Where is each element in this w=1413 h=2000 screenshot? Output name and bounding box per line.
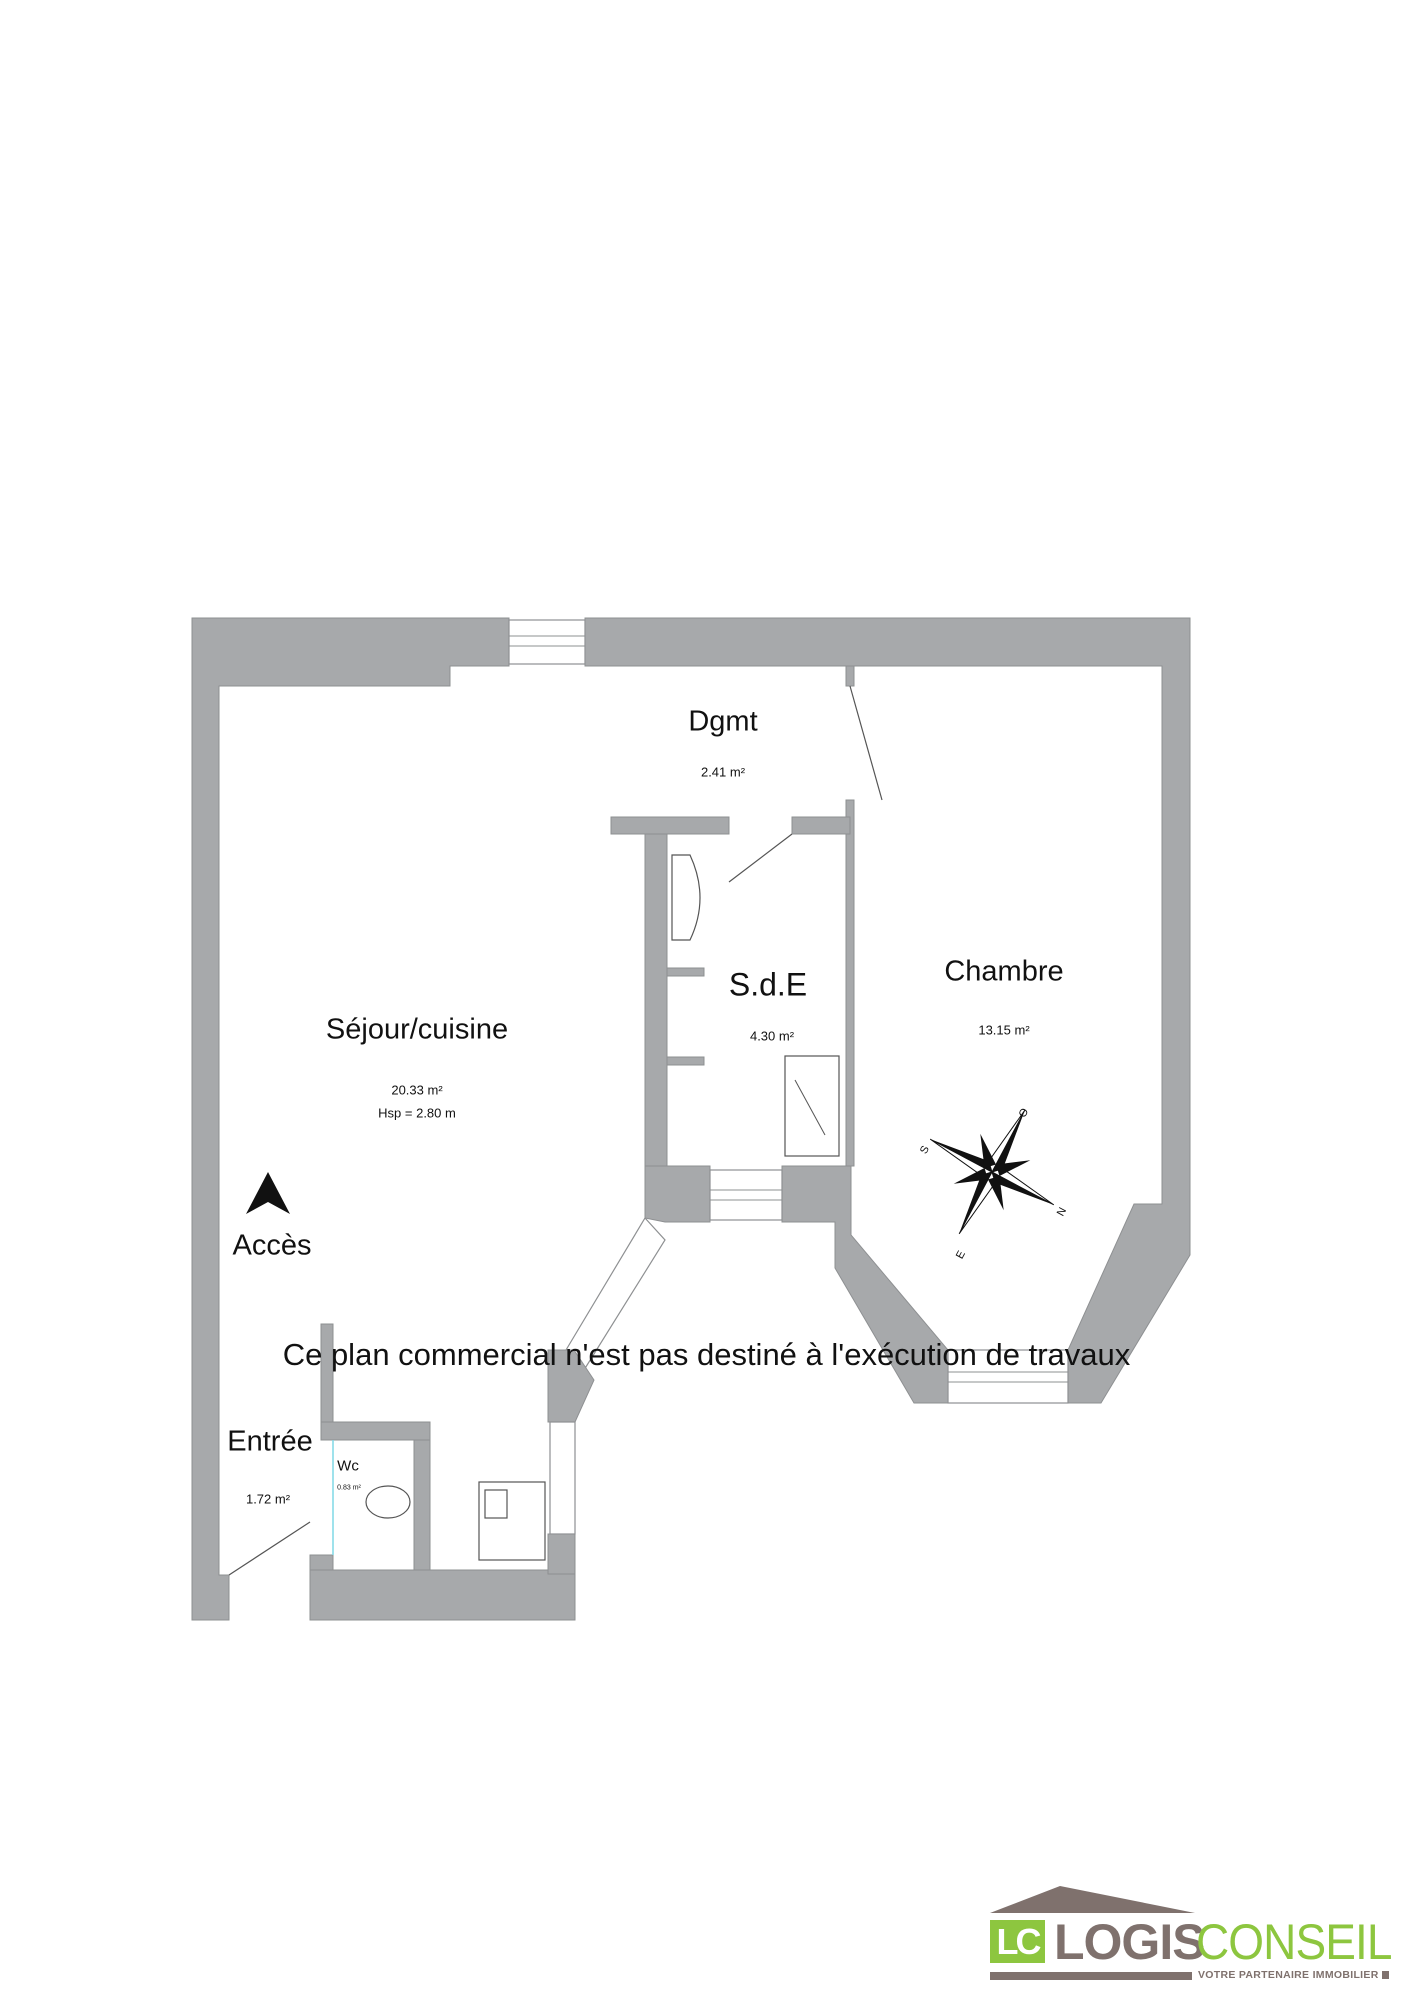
room-name-wc: Wc	[337, 1457, 359, 1475]
shelf	[666, 1056, 705, 1066]
logo-initials: LC	[990, 1920, 1045, 1963]
wall-kitchen-corner	[547, 1533, 576, 1575]
access-arrow-icon	[246, 1172, 290, 1214]
logo-word-logis: LOGIS	[1054, 1914, 1206, 1970]
compass-rose-icon	[929, 1109, 1055, 1235]
toilet-icon	[365, 1485, 411, 1519]
logo: LC LOGIS CONSEIL VOTRE PARTENAIRE IMMOBI…	[990, 1886, 1400, 1986]
ceiling-height: Hsp = 2.80 m	[378, 1105, 456, 1121]
room-name-dgmt: Dgmt	[688, 705, 758, 738]
disclaimer-text: Ce plan commercial n'est pas destiné à l…	[282, 1337, 1131, 1372]
room-area-sde: 4.30 m²	[749, 1028, 795, 1044]
wall-diagonal-block	[547, 1349, 595, 1423]
room-area-entree: 1.72 m²	[245, 1491, 291, 1507]
door-sde	[728, 833, 793, 883]
sde-left-wall	[644, 833, 668, 1167]
access-label: Accès	[232, 1229, 312, 1262]
room-area-dgmt: 2.41 m²	[700, 764, 746, 780]
wc-wall-stub	[309, 1554, 334, 1571]
door-chambre	[849, 685, 883, 801]
wall-bottom	[309, 1569, 576, 1621]
window-top	[508, 619, 586, 665]
logo-word-conseil: CONSEIL	[1196, 1914, 1392, 1970]
shower-icon	[784, 1055, 840, 1157]
room-name-sejour: Séjour/cuisine	[325, 1013, 509, 1046]
wc-wall-top	[320, 1421, 431, 1441]
logo-roof-icon	[990, 1886, 1389, 1980]
logo-tagline: VOTRE PARTENAIRE IMMOBILIER	[1198, 1969, 1379, 1981]
sde-top-left	[610, 816, 730, 835]
room-name-sde: S.d.E	[728, 966, 808, 1003]
room-name-chambre: Chambre	[944, 955, 1064, 988]
sde-top-right	[791, 816, 851, 835]
door-entree	[228, 1521, 311, 1576]
washbasin-icon	[671, 854, 701, 941]
window-kitchen	[549, 1421, 576, 1535]
wc-wall-right	[413, 1439, 431, 1571]
shelf	[666, 967, 705, 977]
door-stub	[845, 665, 855, 687]
room-area-wc: 0.83 m²	[337, 1484, 361, 1492]
partition-chambre	[845, 799, 855, 1167]
window-chambre	[947, 1349, 1069, 1404]
window-sde	[709, 1169, 783, 1221]
sde-bottom-left	[644, 1165, 711, 1223]
room-area-chambre: 13.15 m²	[978, 1022, 1030, 1038]
room-area-sejour: 20.33 m²	[391, 1082, 443, 1098]
room-name-entree: Entrée	[227, 1425, 313, 1458]
